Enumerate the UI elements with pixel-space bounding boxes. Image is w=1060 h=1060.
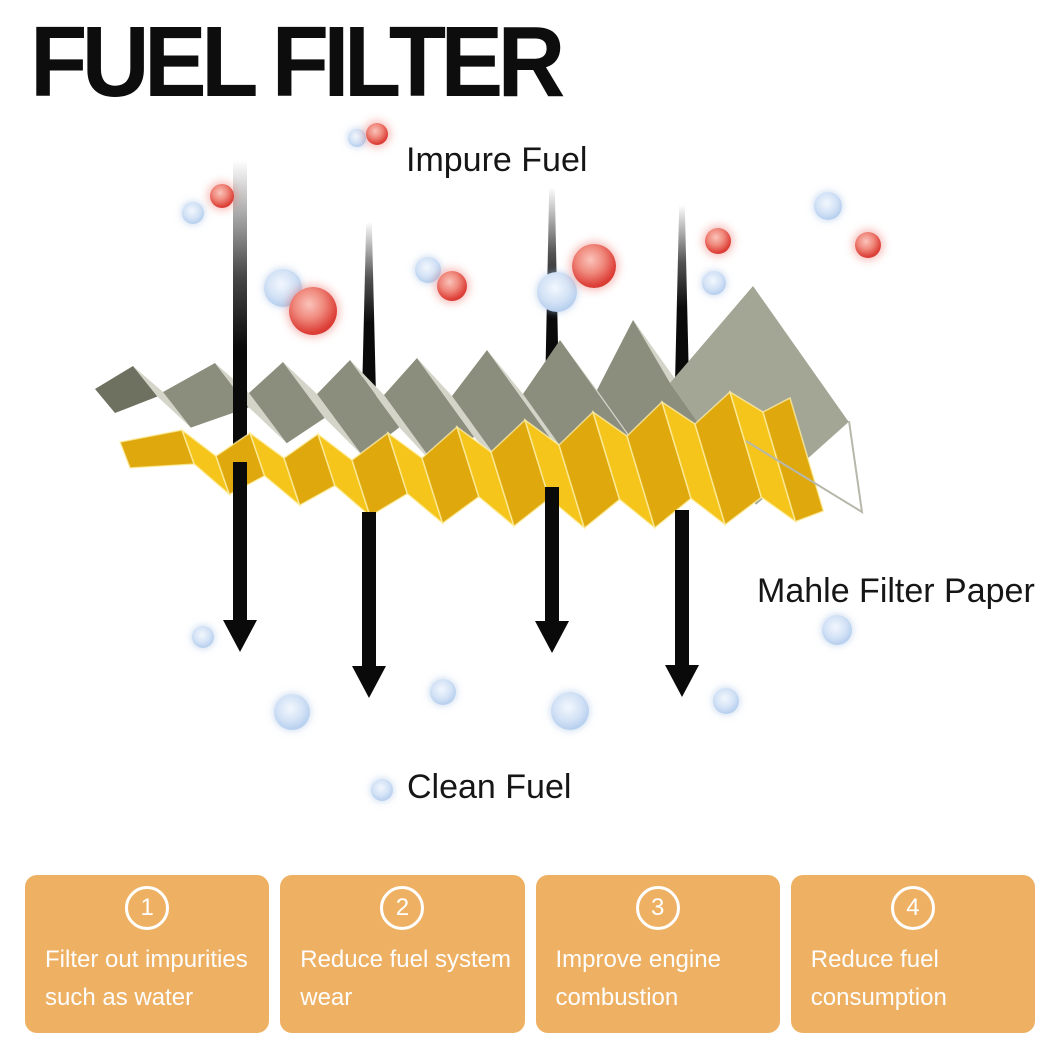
benefit-text-line: wear [300,984,353,1011]
down-arrow-head-icon [223,620,257,652]
filter-pleat-face [249,362,325,444]
impurity-particle [855,232,881,258]
down-arrow-shaft [545,487,559,623]
filter-pleat-face [283,362,363,456]
number-badge-icon: 1 [125,886,170,930]
page-title: FUEL FILTER [30,6,565,118]
clean-fuel-droplet [192,626,214,648]
benefit-text-line: Reduce fuel [810,946,939,973]
clean-fuel-droplet [274,694,310,730]
clean-fuel-droplet [822,615,852,645]
down-arrow-shaft [233,462,247,622]
impurity-particle [366,123,388,145]
clean-fuel-droplet [551,692,589,730]
down-arrow-shaft [362,222,376,396]
filter-pleat-face [118,429,196,469]
filter-pleat-face [317,360,400,456]
fuel-droplet [182,202,204,224]
down-arrow-shaft [362,512,376,668]
down-arrow-shaft [675,205,689,383]
down-arrow-shaft [675,510,689,667]
benefit-card-1: 1 Filter out impurities such as water [25,875,270,1033]
benefit-text-line: consumption [810,984,947,1011]
benefit-card-2: 2 Reduce fuel system wear [280,875,525,1033]
filter-pleat-face [163,363,249,428]
down-arrow-head-icon [352,666,386,698]
benefits-row: 1 Filter out impurities such as water 2 … [25,875,1035,1033]
impurity-particle [289,287,337,335]
down-arrow-head-icon [665,665,699,697]
benefit-text-line: Improve engine [555,946,721,973]
fuel-droplet [348,129,366,147]
impure-fuel-label: Impure Fuel [406,141,588,179]
clean-fuel-label: Clean Fuel [407,768,572,806]
impurity-particle [705,228,731,254]
impurity-particle [210,184,234,208]
fuel-droplet [415,257,441,283]
number-badge-icon: 2 [380,886,425,930]
filter-pleat-face [133,366,191,428]
filter-pleat-face [350,360,438,469]
benefit-text-line: such as water [45,984,194,1011]
benefit-card-4: 4 Reduce fuel consumption [790,875,1035,1033]
filter-pleat-face [95,366,158,413]
fuel-droplet [702,271,726,295]
paper-edge-wireframe [745,420,864,514]
filter-pleat-face [215,363,287,444]
impurity-particle [437,271,467,301]
down-arrow-shaft [233,160,247,450]
clean-fuel-droplet [713,688,739,714]
filter-pleat-face [762,396,825,523]
filter-paper-label: Mahle Filter Paper [757,572,1035,610]
fuel-droplet [814,192,842,220]
number-badge-icon: 3 [635,886,680,930]
clean-fuel-droplet [430,679,456,705]
benefit-text-line: Reduce fuel system [300,946,512,973]
clean-fuel-droplet [371,779,393,801]
down-arrow-head-icon [535,621,569,653]
benefit-card-3: 3 Improve engine combustion [535,875,780,1033]
benefit-text-line: combustion [555,984,679,1011]
filter-yellow-pleats [118,390,825,531]
fuel-droplet [537,272,577,312]
impurity-particle [572,244,616,288]
benefit-text-line: Filter out impurities [45,946,248,973]
number-badge-icon: 4 [890,886,935,930]
